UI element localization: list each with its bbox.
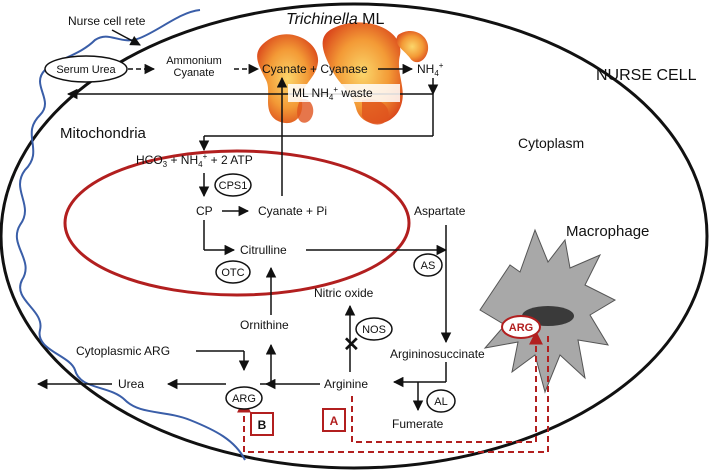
ornithine-label: Ornithine: [240, 318, 289, 332]
otc-oval: [215, 260, 251, 284]
cyanate-pi-label: Cyanate + Pi: [258, 204, 327, 218]
arginine-label: Arginine: [324, 377, 368, 391]
cyanate-label: Cyanate: [174, 67, 215, 79]
nurse-cell-rete-label: Nurse cell rete: [68, 14, 146, 28]
label-b: B: [258, 418, 267, 432]
arg-oval: [225, 386, 263, 410]
otc-label: OTC: [221, 267, 244, 279]
nurse-cell-rete-line: [15, 9, 246, 461]
nurse-cell-outline: [0, 2, 709, 470]
citrulline-label: Citrulline: [240, 243, 287, 257]
label-b-box: [250, 412, 274, 436]
nos-oval: [355, 317, 393, 341]
nos-label: NOS: [362, 324, 386, 336]
label-a-box: [322, 408, 346, 432]
argininosuccinate-label: Argininosuccinate: [390, 347, 485, 361]
as-label: AS: [421, 260, 436, 272]
pathway-arrows: [36, 29, 452, 412]
arg-label: ARG: [232, 393, 256, 405]
urea-label: Urea: [118, 377, 144, 391]
label-a: A: [330, 414, 339, 428]
macrophage-shape: [479, 228, 617, 394]
fumerate-label: Fumerate: [392, 417, 444, 431]
macrophage-arg-paths: [237, 330, 549, 453]
mitochondria-label: Mitochondria: [60, 125, 147, 142]
mitochondria-outline: [63, 149, 411, 297]
cps1-oval: [214, 173, 252, 197]
al-label: AL: [434, 396, 447, 408]
macrophage-arg-label: ARG: [509, 322, 533, 334]
cyanate-cyanase-label: Cyanate + Cyanase: [262, 62, 368, 76]
ammonium-label: Ammonium: [166, 55, 222, 67]
al-oval: [426, 389, 456, 413]
serum-urea-oval: [44, 55, 128, 83]
macrophage-arg-oval: [501, 315, 541, 339]
cp-label: CP: [196, 204, 213, 218]
macrophage-label: Macrophage: [566, 223, 649, 240]
nh4-label: NH4+: [417, 61, 444, 78]
serum-urea-label: Serum Urea: [56, 64, 116, 76]
nurse-cell-label: NURSE CELL: [596, 67, 697, 84]
cps1-label: CPS1: [219, 180, 248, 192]
cytoplasm-label: Cytoplasm: [518, 135, 584, 151]
aspartate-label: Aspartate: [414, 204, 466, 218]
hco3-equation: HCO3 + NH4+ + 2 ATP: [136, 152, 253, 169]
blocked-x-mark: ✕: [343, 334, 360, 356]
nitric-oxide-label: Nitric oxide: [314, 286, 374, 300]
diagram-title: Trichinella ML: [286, 11, 385, 28]
cytoplasmic-arg-label: Cytoplasmic ARG: [76, 344, 170, 358]
as-oval: [413, 253, 443, 277]
ml-waste-label: ML NH4+ waste: [292, 85, 373, 102]
